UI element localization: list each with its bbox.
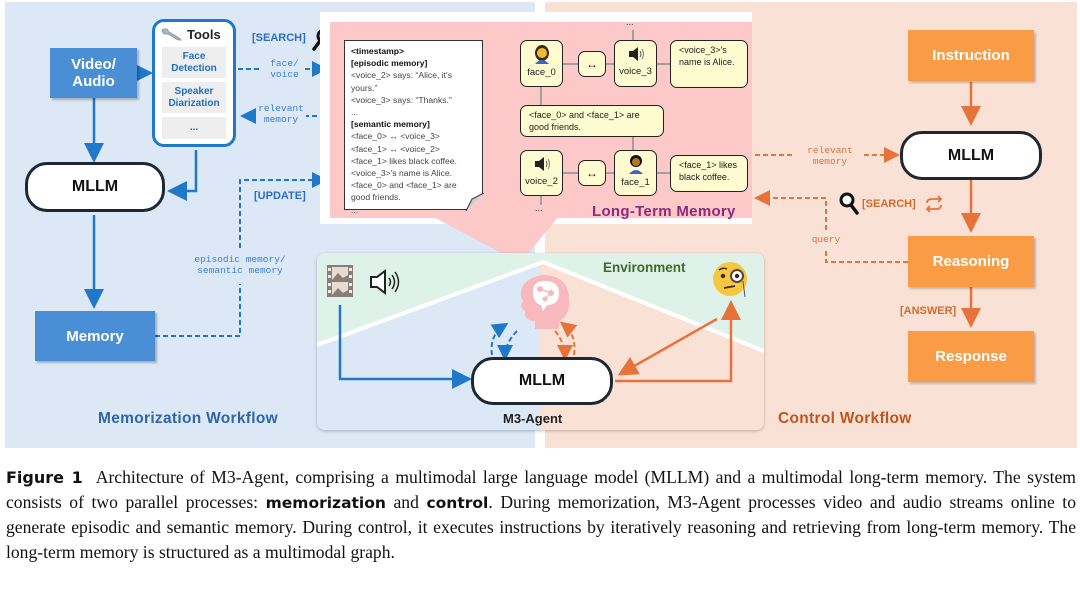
caption-text: and — [385, 492, 427, 513]
tool-more: ... — [162, 117, 226, 139]
note-line: <voice_3> says: “Thanks.” — [351, 94, 452, 105]
node-face-1: face_1 — [614, 150, 657, 196]
response-box: Response — [908, 331, 1034, 382]
query-label: query — [811, 234, 841, 245]
node-label: face_0 — [527, 67, 556, 78]
caption-text: Architecture of M3-Agent, comprising a m… — [6, 467, 1076, 513]
node-voice-2: voice_2 — [520, 150, 563, 196]
note-line: <voice_3>'s name is Alice. — [351, 168, 453, 179]
graph-edge — [540, 87, 542, 105]
agent-environment-panel: Environment MLLM M3-Agent — [317, 253, 764, 430]
face-voice-label: face/ voice — [270, 58, 299, 80]
woman-face-icon — [534, 45, 549, 64]
magnifier-icon — [839, 192, 859, 215]
graph-edge — [540, 195, 542, 205]
video-audio-box: Video/ Audio — [50, 48, 137, 98]
film-strip-icon — [327, 265, 353, 297]
graph-edge — [632, 135, 634, 153]
agent-mllm: MLLM — [471, 357, 613, 405]
memorization-mllm: MLLM — [25, 162, 165, 212]
graph-ellipsis-bottom: ... — [535, 203, 543, 213]
search-tag: [SEARCH] — [252, 32, 306, 44]
speaker-icon — [370, 269, 400, 295]
fact-voice3-name: <voice_3>'s name is Alice. — [670, 40, 748, 88]
update-tag: [UPDATE] — [254, 190, 306, 202]
note-line: <voice_2> says: “Alice, it's yours.” — [351, 70, 452, 93]
memory-box: Memory — [35, 311, 155, 361]
env-background — [317, 253, 764, 430]
note-line: ... — [351, 204, 359, 215]
agent-label: M3-Agent — [503, 411, 563, 426]
control-search-tag: [SEARCH] — [862, 198, 916, 210]
answer-tag: [ANSWER] — [900, 305, 957, 317]
figure-caption: Figure 1 Architecture of M3-Agent, compr… — [6, 465, 1076, 564]
caption-label: Figure 1 — [6, 468, 83, 487]
note-line: ... — [351, 107, 359, 118]
reasoning-box: Reasoning — [908, 236, 1034, 287]
caption-keyword-memorization: memorization — [265, 494, 386, 513]
tools-panel: Tools Face Detection Speaker Diarization… — [152, 19, 236, 147]
relevant-memory-label: relevant memory — [258, 103, 304, 125]
memorization-workflow-title: Memorization Workflow — [98, 410, 278, 427]
control-workflow-title: Control Workflow — [778, 410, 912, 427]
graph-edge — [632, 30, 634, 42]
graph-edge — [655, 63, 675, 65]
note-timestamp: <timestamp> — [351, 46, 405, 56]
control-relevant-memory-label: relevant memory — [807, 145, 853, 167]
dash-query — [762, 197, 908, 263]
link-voice2-face1: ↔ — [578, 160, 606, 186]
speaker-icon — [628, 47, 644, 61]
control-mllm: MLLM — [900, 131, 1042, 180]
note-line: <face_1> likes black coffee. — [351, 155, 457, 166]
agent-arrows — [338, 300, 741, 389]
speaker-icon — [534, 157, 550, 171]
environment-label: Environment — [603, 260, 686, 275]
dash-update — [155, 179, 322, 337]
brain-head-icon — [520, 275, 570, 329]
tool-speaker-diarization: Speaker Diarization — [162, 82, 226, 113]
repeat-icon — [925, 195, 943, 213]
note-line: <face_0> and <face_1> are good friends. — [351, 180, 457, 203]
arrow-tools-to-mllm — [167, 150, 198, 201]
fact-friends: <face_0> and <face_1> are good friends. — [520, 105, 664, 137]
caption-text: . During memorization, M3-Agent processe… — [6, 492, 1076, 562]
note-semantic-header: [semantic memory] — [351, 119, 430, 130]
person-face-icon — [628, 155, 643, 174]
ltm-pointer — [430, 215, 560, 263]
node-voice-3: voice_3 — [614, 40, 657, 87]
wrench-icon — [161, 28, 182, 41]
caption-keyword-control: control — [426, 494, 489, 513]
monocle-face-icon — [713, 262, 747, 298]
link-face0-voice3: ↔ — [578, 51, 606, 77]
note-line: <face_1> ↔ <voice_2> — [351, 143, 440, 154]
architecture-figure: Video/ Audio Tools Face Detection Speake… — [5, 2, 1077, 448]
tool-face-detection: Face Detection — [162, 47, 226, 78]
note-episodic-header: [episodic memory] — [351, 58, 428, 69]
fact-face1-coffee: <face_1> likes black coffee. — [670, 155, 748, 192]
memory-note: <timestamp> [episodic memory] <voice_2> … — [344, 40, 484, 215]
memory-type-label: episodic memory/ semantic memory — [194, 254, 286, 276]
ltm-title: Long-Term Memory — [592, 203, 736, 220]
node-label: voice_2 — [525, 176, 558, 187]
page-curl-icon — [465, 193, 484, 211]
note-line: <face_0> ↔ <voice_3> — [351, 131, 440, 142]
node-label: face_1 — [621, 177, 650, 188]
tools-title: Tools — [187, 26, 221, 42]
node-face-0: face_0 — [520, 40, 563, 87]
tools-header: Tools — [161, 25, 231, 43]
instruction-box: Instruction — [908, 30, 1034, 81]
graph-ellipsis-top: ... — [626, 17, 634, 27]
node-label: voice_3 — [619, 66, 652, 77]
graph-edge — [655, 172, 675, 174]
